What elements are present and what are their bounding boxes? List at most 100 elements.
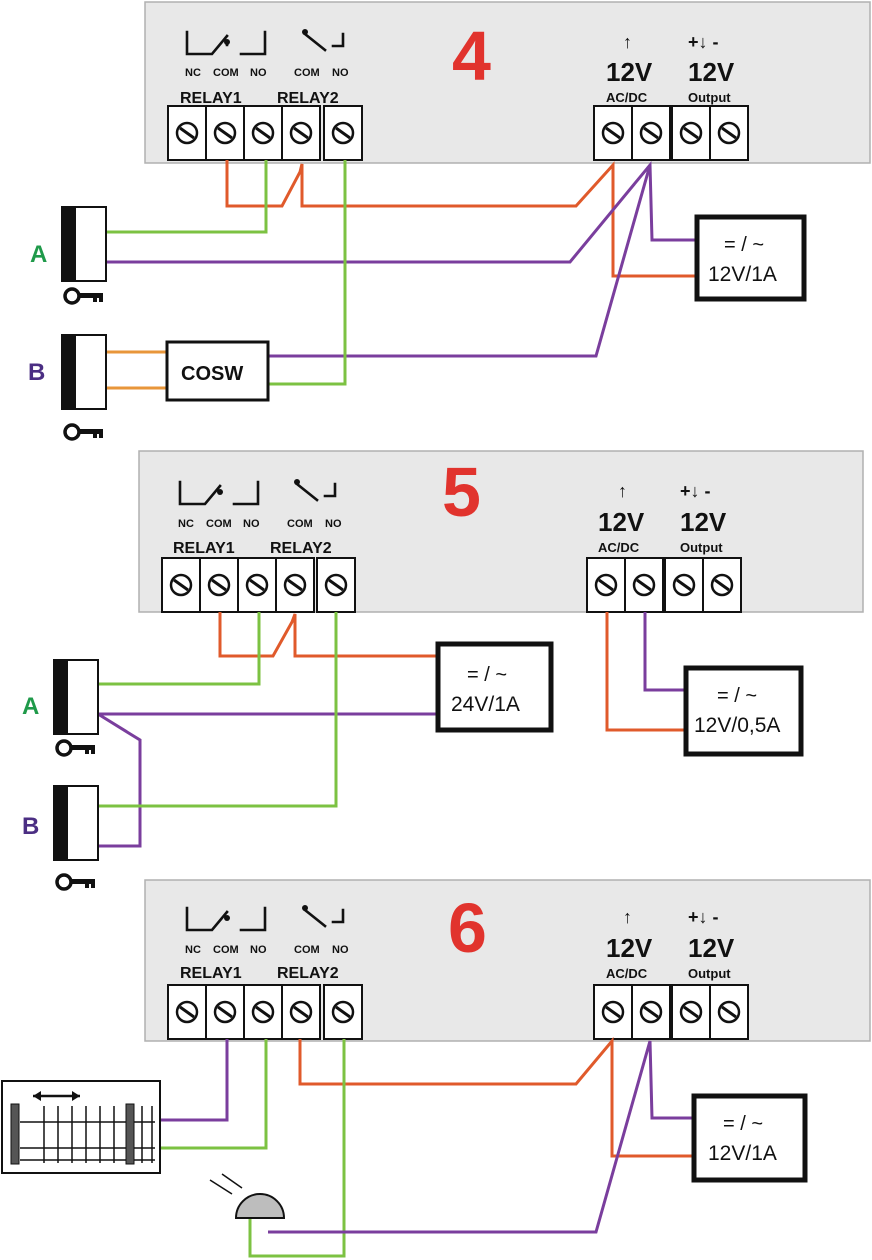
relay1-symbol (178, 480, 260, 506)
nc-label: NC (178, 518, 194, 530)
wire-green (106, 160, 268, 234)
no-label: NO (250, 944, 267, 956)
diagram-4: NC COM NO COM NO RELAY1 RELAY2 4 ↑ 12V A… (28, 1, 871, 441)
supply-symbol: = / ~ (723, 1113, 763, 1135)
relay2-label: RELAY2 (277, 965, 339, 982)
diagram-number: 5 (442, 453, 481, 531)
wire-green (98, 612, 338, 808)
wire-purple (268, 164, 652, 358)
input-type: AC/DC (606, 966, 648, 981)
output-voltage: 12V (688, 57, 735, 87)
relay-terminal-block (166, 983, 364, 1041)
input-type: AC/DC (606, 90, 648, 105)
output-sign: +↓ - (680, 481, 711, 501)
no2-label: NO (325, 518, 342, 530)
relay1-symbol (185, 30, 267, 56)
relay2-symbol (294, 479, 337, 502)
reader-b-label: B (22, 813, 39, 840)
com-label: COM (213, 67, 239, 79)
no2-label: NO (332, 67, 349, 79)
relay1-label: RELAY1 (180, 90, 242, 107)
supply-rating: 12V/1A (708, 1142, 777, 1165)
no-label: NO (243, 518, 260, 530)
wire-green (268, 160, 347, 386)
supply-rating: 12V/0,5A (694, 714, 780, 737)
reader-b (61, 334, 107, 410)
diagram-6: NC COM NO COM NO RELAY1 RELAY2 6 ↑ 12V A… (1, 879, 871, 1258)
relay2-symbol (302, 29, 345, 52)
com-label: COM (213, 944, 239, 956)
input-arrow: ↑ (623, 32, 632, 52)
wire-red (605, 612, 686, 732)
reader-b-label: B (28, 359, 45, 386)
cosw-label: COSW (181, 363, 243, 385)
no-label: NO (250, 67, 267, 79)
diagram-number: 4 (452, 17, 491, 95)
input-voltage: 12V (598, 507, 645, 537)
supply-symbol: = / ~ (724, 234, 764, 256)
input-type: AC/DC (598, 540, 640, 555)
cosw-module (165, 340, 270, 402)
power-supply (683, 665, 804, 757)
output-sign: +↓ - (688, 907, 719, 927)
power-supply (694, 214, 807, 302)
wire-purple (268, 1040, 694, 1234)
power-supply (435, 641, 554, 733)
key-icon (63, 423, 105, 441)
gate-icon (1, 1080, 161, 1174)
key-icon (55, 739, 97, 757)
wire-red (225, 160, 697, 278)
wire-green (248, 1039, 346, 1258)
key-icon (63, 287, 105, 305)
wire-green (98, 612, 261, 686)
power-terminal-block (585, 556, 743, 614)
supply-rating: 24V/1A (451, 693, 520, 716)
relay-terminal-block (160, 556, 357, 614)
reader-a-label: A (30, 241, 47, 268)
output-sign: +↓ - (688, 32, 719, 52)
nc-label: NC (185, 944, 201, 956)
no2-label: NO (332, 944, 349, 956)
wire-purple (97, 712, 142, 848)
com2-label: COM (294, 944, 320, 956)
wire-red (218, 612, 438, 658)
input-voltage: 12V (606, 57, 653, 87)
relay1-label: RELAY1 (173, 540, 235, 557)
input-voltage: 12V (606, 933, 653, 963)
relay2-symbol (302, 905, 345, 928)
power-terminal-block (592, 983, 750, 1041)
relay-terminal-block (166, 104, 364, 162)
relay1-symbol (185, 906, 267, 932)
com2-label: COM (287, 518, 313, 530)
reader-a (61, 206, 107, 282)
wire-purple (106, 160, 697, 264)
output-label: Output (680, 540, 723, 555)
reader-a (53, 659, 99, 735)
output-voltage: 12V (680, 507, 727, 537)
com-label: COM (206, 518, 232, 530)
input-arrow: ↑ (618, 481, 627, 501)
wire-red (298, 1036, 694, 1158)
power-supply (691, 1093, 808, 1183)
reader-a-label: A (22, 693, 39, 720)
input-arrow: ↑ (623, 907, 632, 927)
diagram-5: NC COM NO COM NO RELAY1 RELAY2 5 ↑ 12V A… (22, 450, 864, 891)
nc-label: NC (185, 67, 201, 79)
output-label: Output (688, 90, 731, 105)
wire-green (160, 1039, 268, 1150)
wire-purple (643, 612, 686, 692)
warning-lamp-icon (209, 1173, 286, 1219)
key-icon (55, 873, 97, 891)
relay1-label: RELAY1 (180, 965, 242, 982)
diagram-number: 6 (448, 889, 487, 967)
supply-rating: 12V/1A (708, 263, 777, 286)
reader-b (53, 785, 99, 861)
power-terminal-block (592, 104, 750, 162)
supply-symbol: = / ~ (717, 685, 757, 707)
supply-symbol: = / ~ (467, 664, 507, 686)
wire-purple (160, 1039, 229, 1122)
output-voltage: 12V (688, 933, 735, 963)
output-label: Output (688, 966, 731, 981)
relay2-label: RELAY2 (270, 540, 332, 557)
